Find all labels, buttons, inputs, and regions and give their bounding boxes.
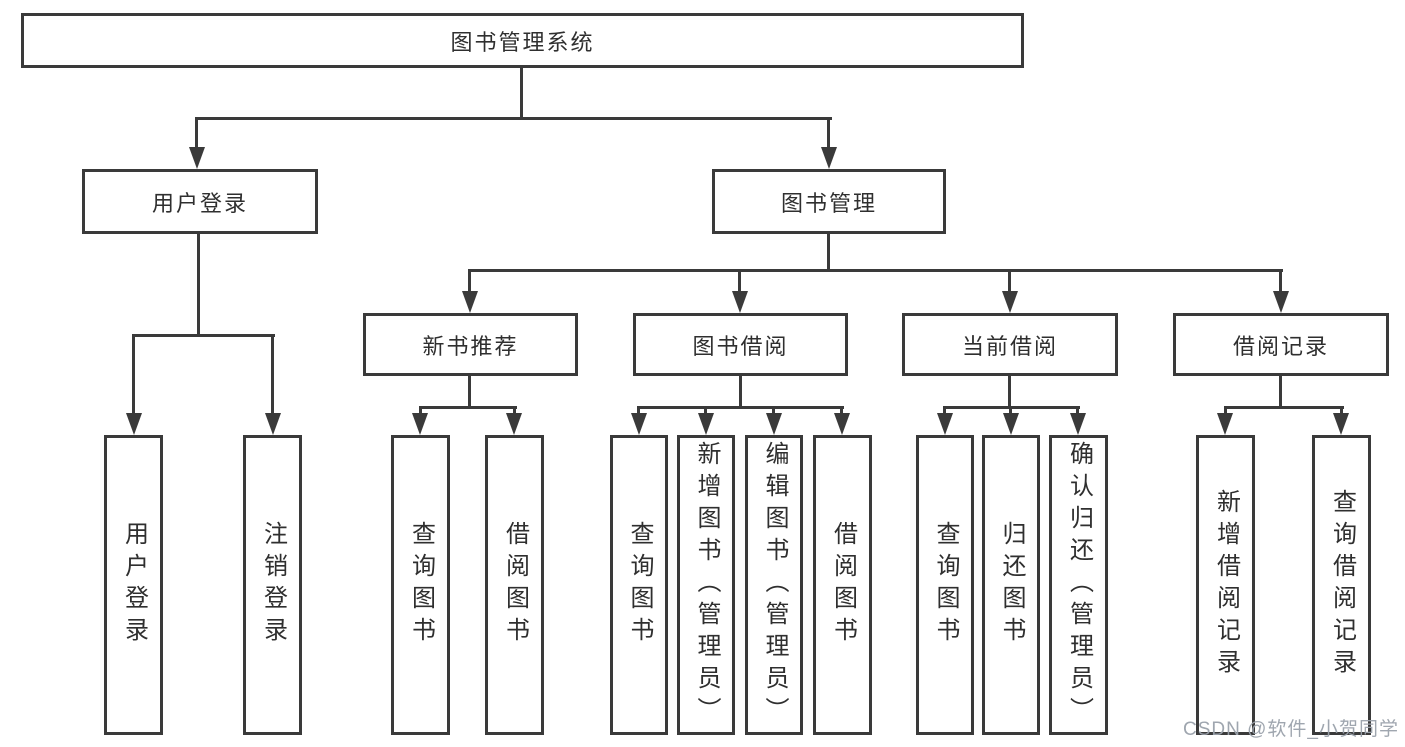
connector-drop-cb-confirm bbox=[1076, 408, 1079, 415]
arrowhead-cb-query bbox=[937, 413, 953, 435]
connector-drop-book-borrowing bbox=[738, 272, 741, 292]
leaf-current-query-books: 查询图书 bbox=[916, 435, 974, 735]
connector-drop-new-book bbox=[468, 272, 471, 292]
connector-bookmgmt-bus bbox=[468, 269, 1283, 272]
node-current-borrowing: 当前借阅 bbox=[902, 313, 1118, 376]
arrowhead-nb-query bbox=[412, 413, 428, 435]
connector-drop-book-management bbox=[827, 119, 830, 149]
leaf-borrowing-query-books-label: 查询图书 bbox=[626, 521, 653, 649]
leaf-newbook-query-books-label: 查询图书 bbox=[407, 521, 435, 649]
connector-drop-nb-query bbox=[419, 408, 422, 415]
connector-drop-cb-return bbox=[1009, 408, 1012, 415]
node-new-book-recommend: 新书推荐 bbox=[363, 313, 578, 376]
connector-drop-login bbox=[132, 336, 135, 414]
leaf-records-query-record-label: 查询借阅记录 bbox=[1328, 489, 1356, 681]
connector-newbook-bus bbox=[419, 406, 517, 409]
arrowhead-new-book bbox=[462, 291, 478, 313]
connector-drop-br-add bbox=[1224, 408, 1227, 415]
leaf-newbook-query-books: 查询图书 bbox=[391, 435, 450, 735]
leaf-user-login: 用户登录 bbox=[104, 435, 163, 735]
leaf-user-login-label: 用户登录 bbox=[120, 521, 148, 649]
leaf-records-query-record: 查询借阅记录 bbox=[1312, 435, 1371, 735]
connector-records-stem bbox=[1279, 376, 1282, 409]
csdn-watermark: CSDN @软件_小贺同学 bbox=[1183, 719, 1399, 740]
arrowhead-login bbox=[126, 413, 142, 435]
arrowhead-logout bbox=[265, 413, 281, 435]
node-book-borrowing: 图书借阅 bbox=[633, 313, 848, 376]
leaf-current-confirm-return-admin-label: 确认归还（管理员） bbox=[1065, 441, 1093, 729]
arrowhead-user-login bbox=[189, 147, 205, 169]
connector-drop-cb-query bbox=[943, 408, 946, 415]
node-user-login: 用户登录 bbox=[82, 169, 318, 234]
connector-root-bus bbox=[195, 117, 832, 120]
arrowhead-book-management bbox=[821, 147, 837, 169]
connector-bookborrow-stem bbox=[739, 376, 742, 409]
leaf-newbook-borrow-books-label: 借阅图书 bbox=[501, 521, 529, 649]
arrowhead-br-add bbox=[1217, 413, 1233, 435]
connector-currentborrow-bus bbox=[943, 406, 1080, 409]
arrowhead-bb-borrow bbox=[834, 413, 850, 435]
node-book-borrowing-label: 图书借阅 bbox=[692, 333, 789, 359]
leaf-records-add-record-label: 新增借阅记录 bbox=[1212, 489, 1240, 681]
connector-drop-bb-query bbox=[637, 408, 640, 415]
arrowhead-current-borrowing bbox=[1002, 291, 1018, 313]
arrowhead-bb-edit bbox=[766, 413, 782, 435]
arrowhead-br-query bbox=[1333, 413, 1349, 435]
connector-records-bus bbox=[1224, 406, 1344, 409]
arrowhead-bb-query bbox=[631, 413, 647, 435]
connector-drop-br-query bbox=[1340, 408, 1343, 415]
leaf-current-return-books: 归还图书 bbox=[982, 435, 1040, 735]
node-borrowing-records: 借阅记录 bbox=[1173, 313, 1389, 376]
connector-drop-user-login bbox=[195, 119, 198, 149]
leaf-logout-label: 注销登录 bbox=[259, 521, 287, 649]
leaf-newbook-borrow-books: 借阅图书 bbox=[485, 435, 544, 735]
arrowhead-cb-return bbox=[1003, 413, 1019, 435]
connector-drop-current-borrowing bbox=[1008, 272, 1011, 292]
arrowhead-nb-borrow bbox=[506, 413, 522, 435]
node-new-book-recommend-label: 新书推荐 bbox=[422, 333, 519, 359]
connector-drop-bb-edit bbox=[772, 408, 775, 415]
connector-bookmgmt-stem bbox=[827, 233, 830, 272]
leaf-borrowing-edit-books-admin: 编辑图书（管理员） bbox=[745, 435, 803, 735]
node-current-borrowing-label: 当前借阅 bbox=[961, 333, 1058, 359]
arrowhead-book-borrowing bbox=[732, 291, 748, 313]
connector-drop-borrowing-records bbox=[1279, 272, 1282, 292]
arrowhead-borrowing-records bbox=[1273, 291, 1289, 313]
leaf-records-add-record: 新增借阅记录 bbox=[1196, 435, 1255, 735]
leaf-current-confirm-return-admin: 确认归还（管理员） bbox=[1049, 435, 1108, 735]
connector-userlogin-stem bbox=[197, 234, 200, 336]
node-book-management: 图书管理 bbox=[712, 169, 946, 234]
connector-newbook-stem bbox=[468, 376, 471, 409]
connector-drop-nb-borrow bbox=[513, 408, 516, 415]
connector-root-stem bbox=[520, 68, 523, 119]
connector-drop-logout bbox=[271, 336, 274, 414]
connector-drop-bb-borrow bbox=[840, 408, 843, 415]
connector-currentborrow-stem bbox=[1008, 376, 1011, 409]
node-borrowing-records-label: 借阅记录 bbox=[1232, 333, 1329, 359]
connector-drop-bb-add bbox=[704, 408, 707, 415]
leaf-borrowing-edit-books-admin-label: 编辑图书（管理员） bbox=[761, 441, 788, 729]
leaf-borrowing-borrow-books: 借阅图书 bbox=[813, 435, 872, 735]
node-book-management-label: 图书管理 bbox=[780, 190, 877, 216]
connector-bookborrow-bus bbox=[637, 406, 844, 409]
leaf-logout: 注销登录 bbox=[243, 435, 302, 735]
leaf-borrowing-add-books-admin: 新增图书（管理员） bbox=[677, 435, 735, 735]
arrowhead-cb-confirm bbox=[1070, 413, 1086, 435]
leaf-current-return-books-label: 归还图书 bbox=[998, 521, 1025, 649]
node-root: 图书管理系统 bbox=[21, 13, 1024, 68]
arrowhead-bb-add bbox=[698, 413, 714, 435]
leaf-borrowing-borrow-books-label: 借阅图书 bbox=[829, 521, 857, 649]
leaf-current-query-books-label: 查询图书 bbox=[932, 521, 959, 649]
node-user-login-label: 用户登录 bbox=[151, 190, 248, 216]
connector-userlogin-bus bbox=[132, 334, 275, 337]
node-root-label: 图书管理系统 bbox=[450, 29, 595, 55]
leaf-borrowing-add-books-admin-label: 新增图书（管理员） bbox=[693, 441, 720, 729]
leaf-borrowing-query-books: 查询图书 bbox=[610, 435, 668, 735]
